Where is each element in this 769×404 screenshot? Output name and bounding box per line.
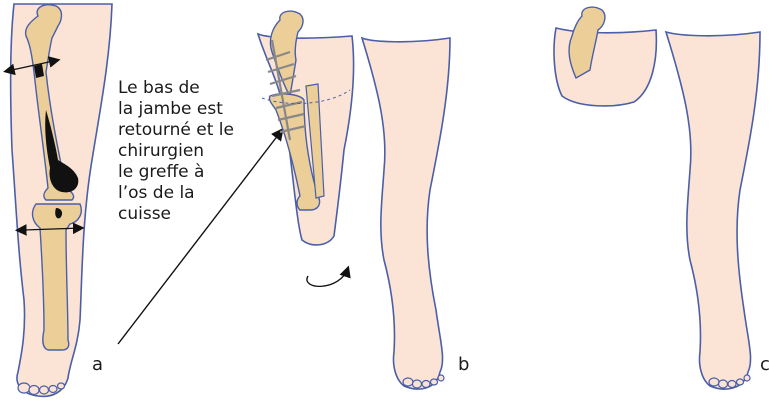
panel-c-legs — [554, 7, 760, 389]
caption-line: la jambe est — [118, 99, 238, 120]
caption-line: le greffe à — [118, 162, 238, 183]
panel-c-stump — [554, 28, 656, 106]
caption-line: retourné et le — [118, 120, 238, 141]
caption-line: Le bas de — [118, 78, 238, 99]
panel-c-right-leg — [666, 32, 760, 389]
panel-label-a: a — [92, 354, 103, 375]
panel-b-right-leg — [362, 38, 450, 389]
caption-line: cuisse — [118, 204, 238, 225]
panel-label-b: b — [458, 354, 469, 375]
caption-line: l’os de la — [118, 183, 238, 204]
panel-b-legs — [258, 11, 450, 389]
panel-label-c: c — [760, 354, 769, 375]
caption-line: chirurgien — [118, 141, 238, 162]
panel-a-leg — [11, 4, 112, 396]
panel-b-rotation-arrow — [307, 268, 348, 286]
caption-text: Le bas de la jambe est retourné et le ch… — [118, 78, 238, 225]
